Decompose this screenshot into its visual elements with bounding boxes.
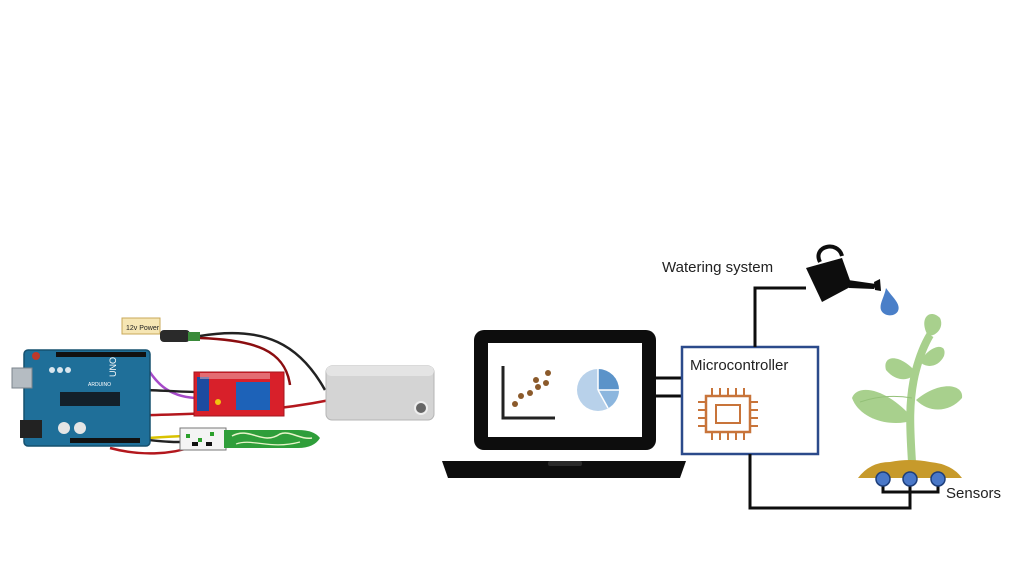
watering-can-icon (806, 244, 881, 302)
soil-moisture-sensor (224, 430, 320, 448)
water-drop-icon (880, 288, 899, 316)
power-jack (160, 330, 200, 342)
micro-to-watering-wire (753, 286, 806, 347)
water-pump (325, 365, 435, 421)
wire-red-1 (199, 336, 292, 386)
sensors-label: Sensors (946, 485, 1001, 502)
laptop-micro-link (656, 376, 682, 398)
chip-icon (698, 388, 758, 440)
uno-text: UNO (108, 357, 118, 377)
soil-moisture-module (179, 427, 227, 451)
laptop (442, 330, 686, 478)
relay-module (193, 371, 285, 417)
sensor-nodes (875, 471, 946, 494)
arduino-board: UNO ARDUINO (11, 349, 151, 447)
microcontroller-label: Microcontroller (690, 357, 788, 374)
scatter-plot-icon (501, 366, 555, 420)
watering-system-label: Watering system (662, 259, 773, 276)
wire-black-1 (199, 331, 327, 391)
power-label: 12v Power (126, 325, 160, 332)
power-supply: 12v Power (121, 317, 200, 342)
micro-to-sensors-wire (748, 454, 912, 510)
microcontroller-box: Microcontroller (680, 345, 820, 456)
arduino-text: ARDUINO (88, 382, 111, 388)
arduino-wiring: UNO ARDUINO 12v Power (11, 317, 435, 455)
plant-icon (852, 314, 963, 463)
pie-chart-icon (577, 369, 619, 411)
